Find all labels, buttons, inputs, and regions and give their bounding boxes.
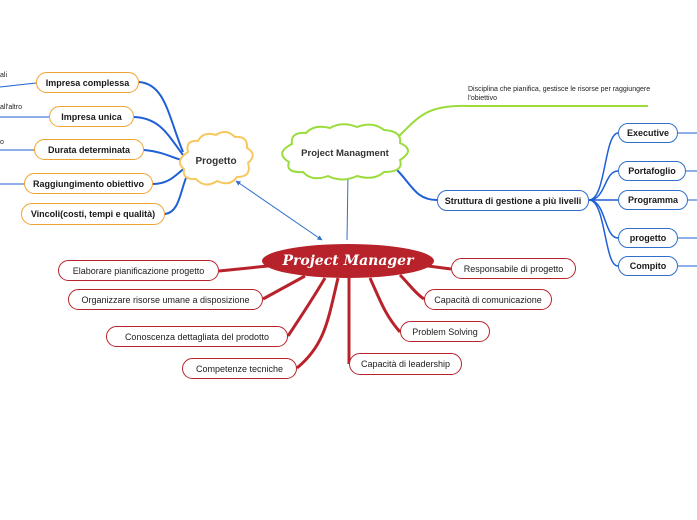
node-label: Programma <box>627 195 679 205</box>
skill-capacita-leadership[interactable]: Capacità di leadership <box>349 353 462 375</box>
node-label: Portafoglio <box>628 166 676 176</box>
node-label: Competenze tecniche <box>195 363 284 374</box>
central-topic[interactable]: Project Manager <box>282 253 414 269</box>
skill-capacita-comunicazione[interactable]: Capacità di comunicazione <box>424 289 552 310</box>
node-programma[interactable]: Programma <box>618 190 688 210</box>
edge-text-3: o <box>0 139 4 146</box>
node-label: Capacità di leadership <box>360 359 451 369</box>
node-label: Impresa unica <box>61 111 122 122</box>
node-progetto-level[interactable]: progetto <box>618 228 678 248</box>
skill-competenze-tecniche[interactable]: Competenze tecniche <box>182 358 297 379</box>
node-label: Durata determinata <box>47 144 131 155</box>
node-compito[interactable]: Compito <box>618 256 678 276</box>
progetto-cloud-shape <box>178 131 254 186</box>
node-label: Impresa complessa <box>45 77 130 88</box>
project-management-label[interactable]: Project Managment <box>301 148 389 159</box>
node-label: Capacità di comunicazione <box>434 294 542 305</box>
node-label: Executive <box>626 128 670 138</box>
node-executive[interactable]: Executive <box>618 123 678 143</box>
node-label: Compito <box>629 261 667 271</box>
node-impresa-unica[interactable]: Impresa unica <box>49 106 134 127</box>
node-label: Vincoli(costi, tempi e qualità) <box>30 209 156 219</box>
skill-problem-solving[interactable]: Problem Solving <box>400 321 490 342</box>
node-label: Responsabile di progetto <box>463 263 564 274</box>
edge-text-1: ali <box>0 72 8 79</box>
node-vincoli[interactable]: Vincoli(costi, tempi e qualità) <box>21 203 165 225</box>
node-label: Problem Solving <box>412 326 478 337</box>
project-management-cloud-shape <box>281 123 409 181</box>
edge-text-2: all'altro <box>0 104 22 111</box>
node-label: Struttura di gestione a più livelli <box>444 195 582 206</box>
node-label: Raggiungimento obiettivo <box>33 178 144 189</box>
node-label: Elaborare pianificazione progetto <box>72 265 205 276</box>
node-durata-determinata[interactable]: Durata determinata <box>34 139 144 160</box>
node-impresa-complessa[interactable]: Impresa complessa <box>36 72 139 93</box>
progetto-label[interactable]: Progetto <box>195 156 237 167</box>
skill-elaborare-pianificazione[interactable]: Elaborare pianificazione progetto <box>58 260 219 281</box>
node-raggiungimento-obiettivo[interactable]: Raggiungimento obiettivo <box>24 173 153 194</box>
node-label: Conoscenza dettagliata del prodotto <box>124 331 270 342</box>
central-ellipse <box>262 244 434 278</box>
node-struttura[interactable]: Struttura di gestione a più livelli <box>437 190 589 211</box>
skill-responsabile-progetto[interactable]: Responsabile di progetto <box>451 258 576 279</box>
project-management-note: Disciplina che pianifica, gestisce le ri… <box>468 86 651 102</box>
node-label: progetto <box>629 233 667 243</box>
skill-conoscenza-prodotto[interactable]: Conoscenza dettagliata del prodotto <box>106 326 288 347</box>
skill-organizzare-risorse[interactable]: Organizzare risorse umane a disposizione <box>68 289 263 310</box>
node-label: Organizzare risorse umane a disposizione <box>81 294 250 305</box>
node-portafoglio[interactable]: Portafoglio <box>618 161 686 181</box>
